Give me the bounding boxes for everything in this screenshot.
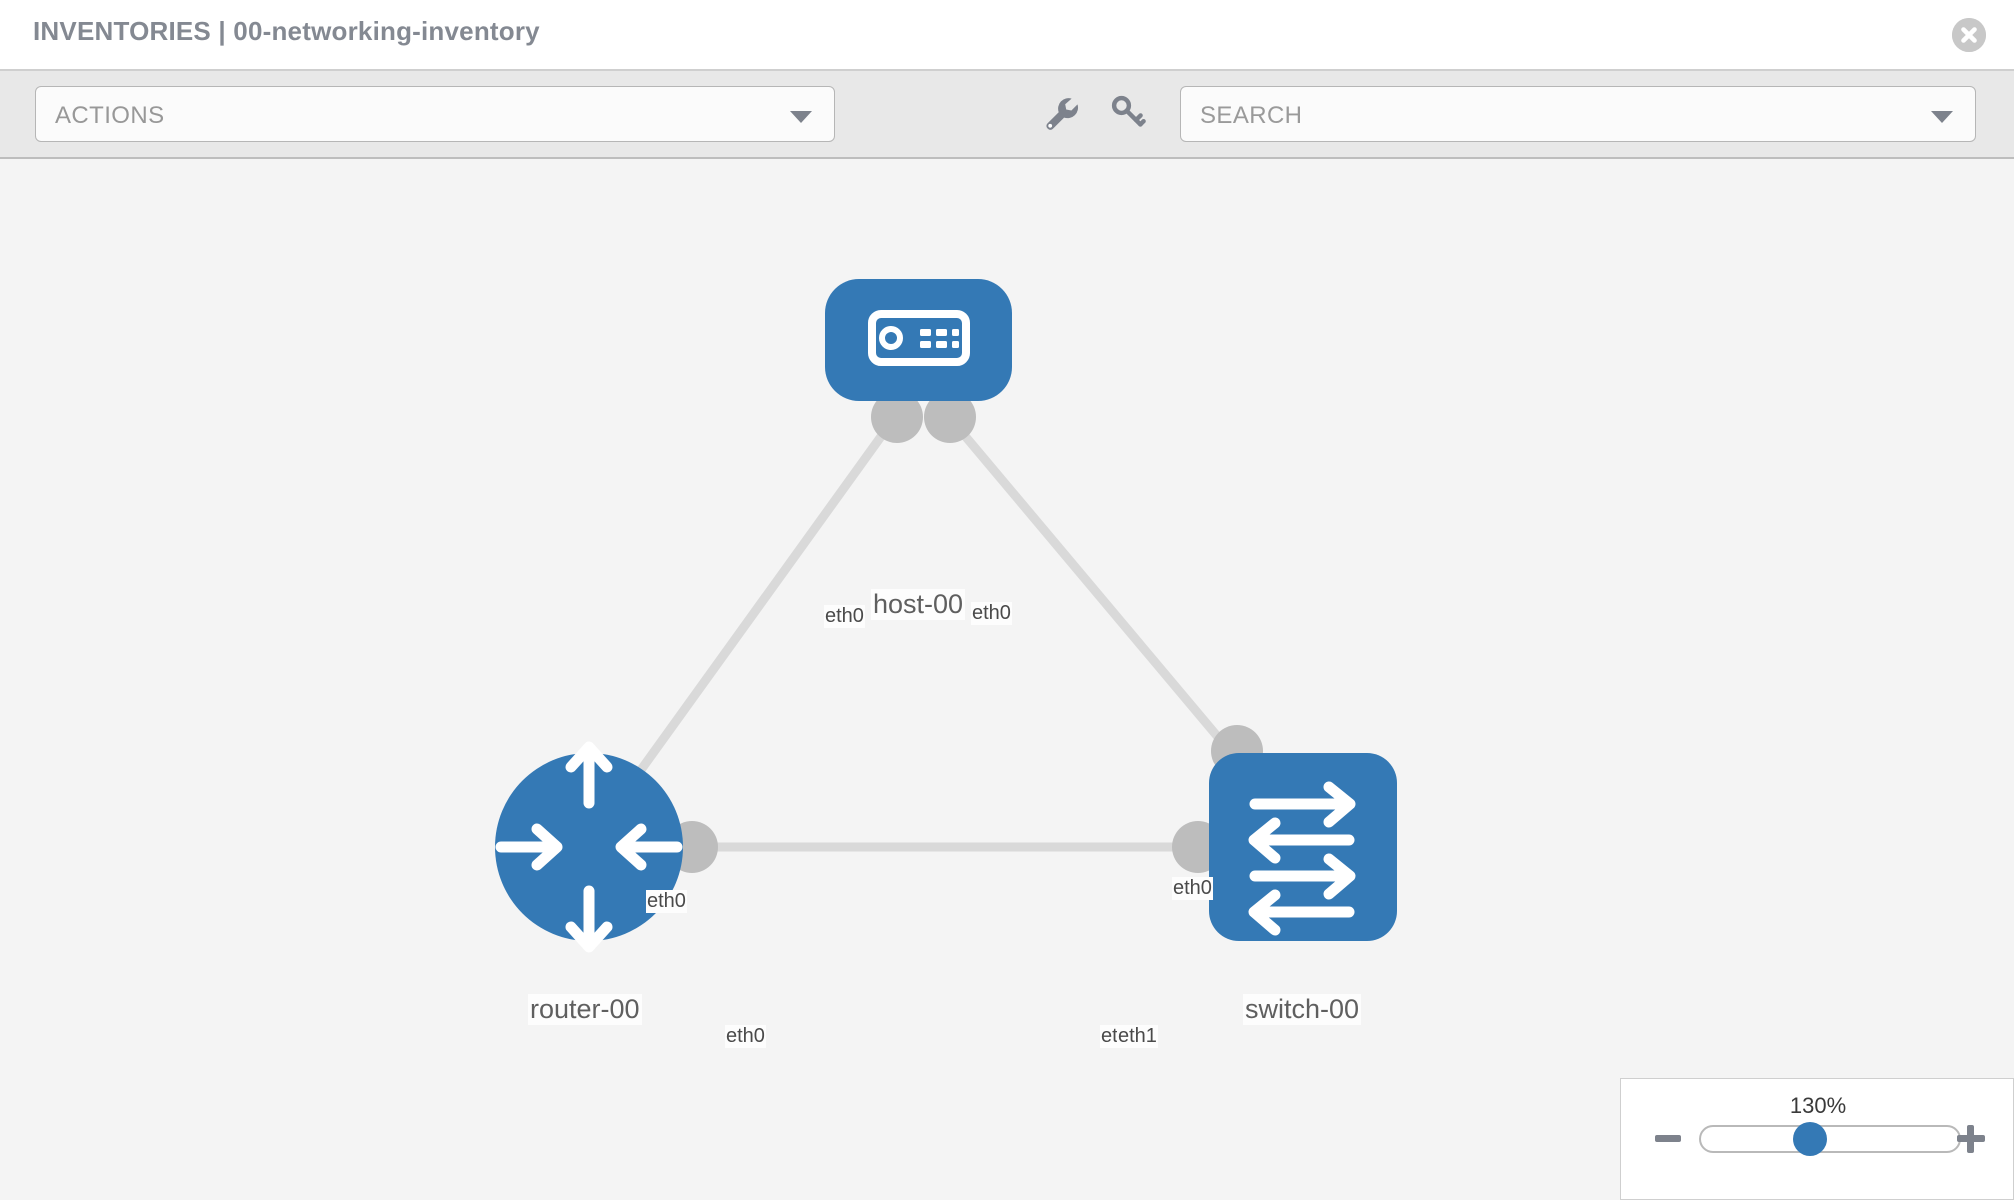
zoom-slider-thumb[interactable] (1793, 1122, 1827, 1156)
link-host-router (616, 421, 894, 802)
connector-host-right (924, 391, 976, 443)
topology-canvas[interactable]: eth0 eth0 eth0 eth0 eth0 eth0 eth1 host-… (0, 159, 2014, 1200)
edge-label-host-switch-source: eth0 (971, 602, 1012, 625)
connector-host-left (871, 391, 923, 443)
node-switch-00 (1209, 753, 1397, 941)
node-label-host-00: host-00 (871, 589, 966, 621)
topology-links (616, 421, 1274, 852)
toolbar: ACTIONS SEARCH (0, 69, 2014, 159)
edge-label-host-router-source: eth0 (824, 605, 865, 628)
edge-label-router-host: eth0 (646, 890, 687, 913)
edge-label-switch-host: eth0 (1172, 877, 1213, 900)
wrench-icon[interactable] (1038, 90, 1084, 136)
topology-graph (495, 279, 1397, 953)
topology-connectors (666, 391, 1263, 873)
actions-dropdown[interactable]: ACTIONS (35, 86, 835, 142)
actions-dropdown-label: ACTIONS (55, 102, 165, 129)
node-label-switch-00: switch-00 (1243, 994, 1362, 1026)
zoom-slider-track[interactable] (1699, 1125, 1961, 1153)
zoom-in-button[interactable] (1957, 1125, 1985, 1153)
edge-label-switch-router-eth1: eth1 (1117, 1025, 1158, 1048)
zoom-control-panel: 130% (1620, 1078, 2014, 1200)
close-icon[interactable] (1952, 18, 1986, 52)
server-icon (868, 310, 970, 366)
zoom-level-label: 130% (1789, 1093, 1847, 1118)
window-header: INVENTORIES | 00-networking-inventory (0, 0, 2014, 69)
edge-label-router-switch-source: eth0 (725, 1025, 766, 1048)
search-input[interactable]: SEARCH (1180, 86, 1976, 142)
router-arrows-icon (495, 741, 683, 953)
key-icon[interactable] (1105, 90, 1151, 136)
search-placeholder: SEARCH (1200, 102, 1303, 129)
zoom-out-button[interactable] (1655, 1135, 1681, 1142)
page-title: INVENTORIES | 00-networking-inventory (33, 16, 540, 46)
node-label-router-00: router-00 (528, 994, 642, 1026)
chevron-down-icon (790, 111, 812, 123)
switch-arrows-icon (1248, 781, 1356, 936)
node-router-00 (495, 741, 683, 953)
chevron-down-icon (1931, 111, 1953, 123)
node-host-00 (825, 279, 1012, 401)
